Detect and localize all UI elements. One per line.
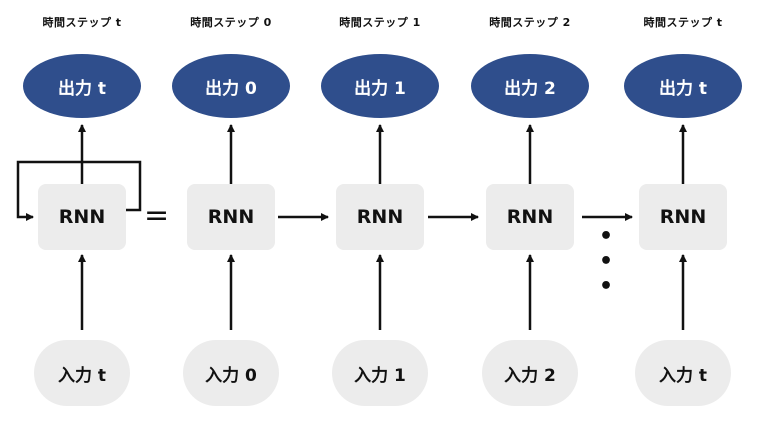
output-node: 出力 t <box>23 54 141 118</box>
output-node: 出力 t <box>624 54 742 118</box>
rnn-cell: RNN <box>486 184 574 250</box>
output-node: 出力 1 <box>321 54 439 118</box>
recurrent-loop-arrow <box>16 160 142 221</box>
rnn-cell: RNN <box>336 184 424 250</box>
equals-sign: = <box>144 198 170 233</box>
time-step-label: 時間ステップ 2 <box>489 16 571 29</box>
input-node: 入力 0 <box>183 340 279 406</box>
output-node: 出力 2 <box>471 54 589 118</box>
time-step-label: 時間ステップ t <box>643 16 723 29</box>
input-node: 入力 t <box>635 340 731 406</box>
rnn-cell: RNN <box>639 184 727 250</box>
input-node: 入力 1 <box>332 340 428 406</box>
rnn-cell: RNN <box>187 184 275 250</box>
output-node: 出力 0 <box>172 54 290 118</box>
input-node: 入力 2 <box>482 340 578 406</box>
time-step-label: 時間ステップ 0 <box>190 16 272 29</box>
time-step-label: 時間ステップ t <box>42 16 122 29</box>
time-step-label: 時間ステップ 1 <box>339 16 421 29</box>
input-node: 入力 t <box>34 340 130 406</box>
rnn-cell: RNN <box>38 184 126 250</box>
ellipsis: • • • <box>598 224 616 299</box>
